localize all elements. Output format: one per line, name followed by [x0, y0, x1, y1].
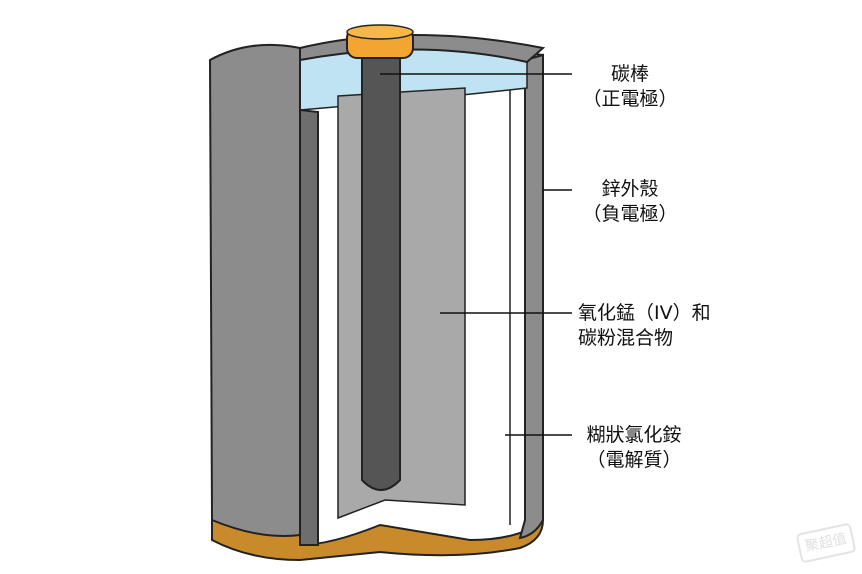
zinc-case-right-wall: [518, 53, 544, 540]
label-electrolyte-name: 糊狀氯化銨: [586, 424, 682, 446]
mno2-carbon-mix: [337, 87, 466, 520]
label-zinc-case-name: 鋅外殼: [601, 178, 659, 200]
zinc-case-left-wall: [208, 43, 301, 537]
label-electrolyte: 糊狀氯化銨 （電解質）: [578, 423, 690, 473]
label-carbon-rod: 碳棒 （正電極）: [575, 62, 685, 112]
label-carbon-rod-role: （正電極）: [582, 88, 678, 110]
label-electrolyte-role: （電解質）: [586, 449, 682, 471]
carbon-rod: [361, 49, 401, 491]
label-mix-line1: 氧化錳（IV）和: [578, 302, 711, 324]
label-carbon-rod-name: 碳棒: [610, 63, 649, 85]
label-mno2-mix: 氧化錳（IV）和 碳粉混合物: [578, 301, 711, 351]
label-zinc-case-role: （負電極）: [582, 203, 678, 225]
label-zinc-case: 鋅外殼 （負電極）: [575, 177, 685, 227]
label-mix-line2: 碳粉混合物: [578, 327, 674, 349]
